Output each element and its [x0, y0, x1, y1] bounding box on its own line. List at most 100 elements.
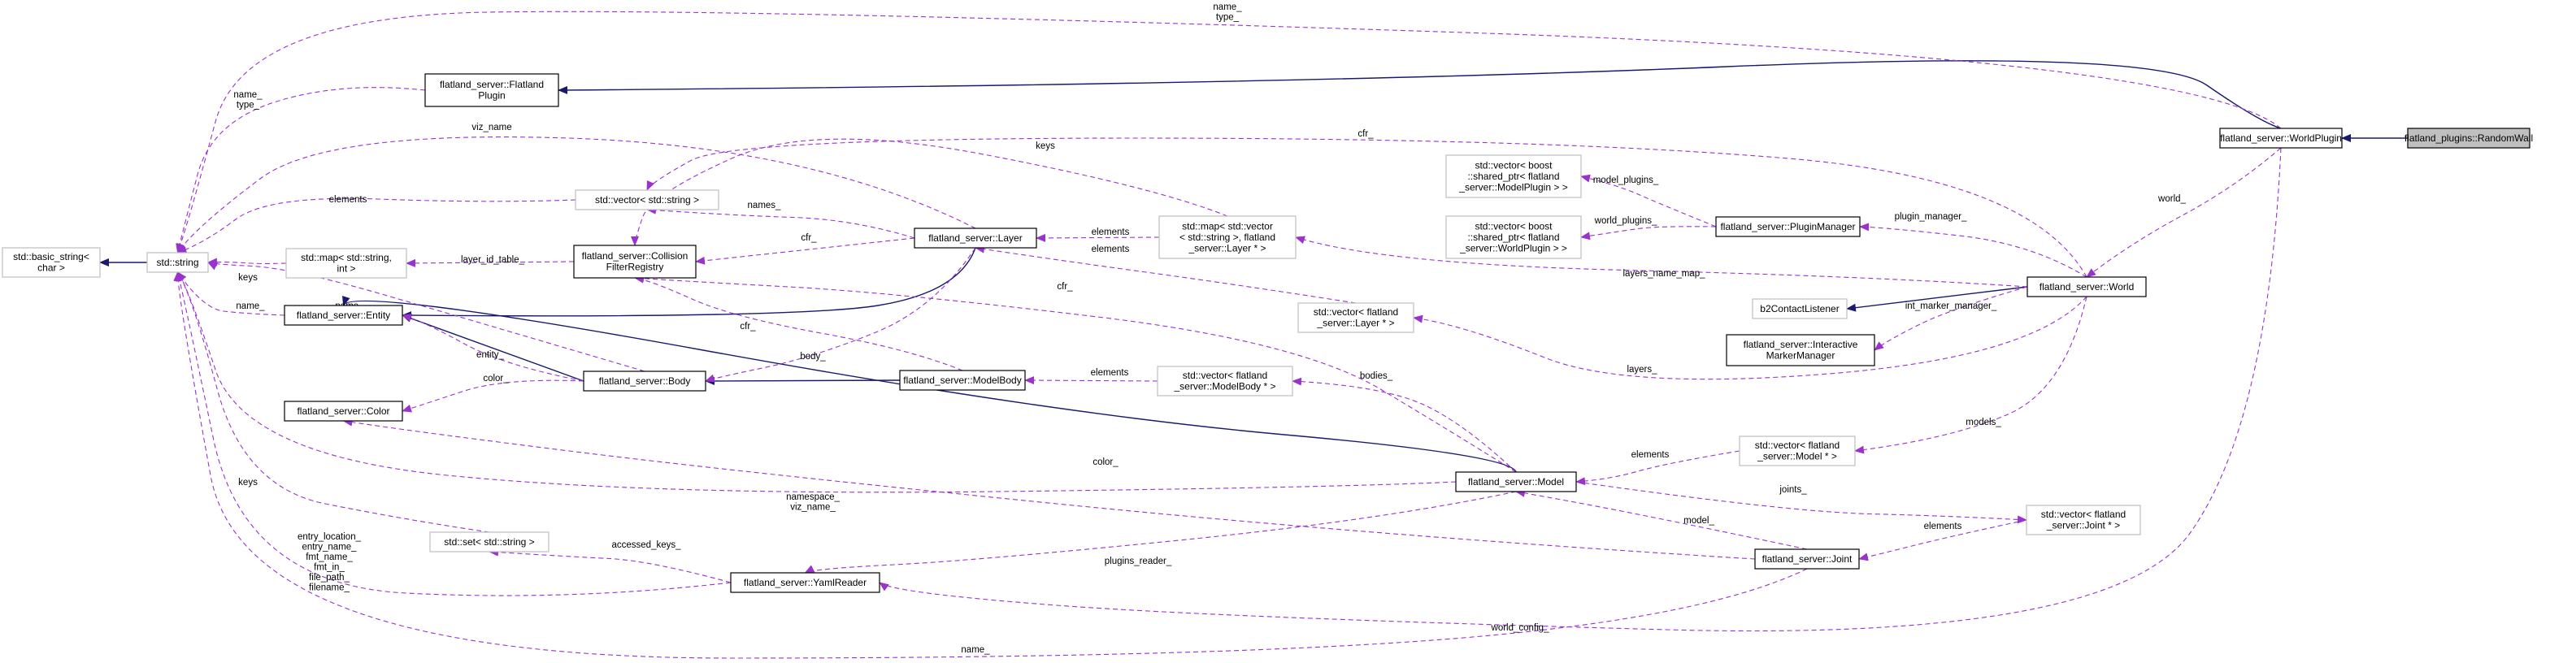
- class-node-map-string-int[interactable]: std::map< std::string,int >: [285, 248, 407, 279]
- class-node-label: _server::Joint * >: [2046, 520, 2120, 531]
- inheritance-edge-b2contact-world: [1846, 286, 2028, 312]
- usage-edge-cfr-world: [646, 137, 2087, 278]
- class-node-color[interactable]: flatland_server::Color: [284, 401, 403, 422]
- class-node-worldplugin[interactable]: flatland_server::WorldPlugin: [2219, 128, 2343, 149]
- class-node-label: _server::WorldPlugin > >: [1459, 242, 1567, 254]
- edge-label-elements-vec-model: elements: [1631, 450, 1670, 460]
- class-node-label: std::map< std::vector: [1182, 220, 1273, 232]
- usage-edge-bodies: [1292, 377, 1517, 473]
- class-node-label: MarkerManager: [1766, 350, 1835, 362]
- edge-label-layers-name-map: layers_name_map_: [1622, 269, 1705, 279]
- class-node-box: [730, 572, 880, 593]
- class-node-vec-joint[interactable]: std::vector< flatland_server::Joint * >: [2026, 505, 2141, 535]
- class-node-body[interactable]: flatland_server::Body: [583, 370, 706, 392]
- edge-label-yaml-fields: file_path_: [309, 573, 350, 583]
- usage-edge-model-plugins: [1580, 174, 1717, 228]
- class-node-map-layers[interactable]: std::map< std::vector< std::string >, fl…: [1158, 215, 1297, 259]
- usage-edge-color-joint: [342, 418, 1756, 560]
- class-node-modelbody[interactable]: flatland_server::ModelBody: [899, 370, 1026, 391]
- edge-label-cfr-model: cfr_: [1057, 282, 1073, 292]
- class-node-box: [284, 401, 403, 422]
- class-node-label: flatland_server::Entity: [297, 310, 390, 321]
- usage-edge-accessed-keys: [489, 548, 732, 583]
- edge-label-plugin-manager: plugin_manager_: [1895, 212, 1967, 222]
- class-node-label: std::vector< flatland: [2041, 509, 2126, 520]
- edge-label-world: world_: [2157, 194, 2186, 204]
- edge-label-wp-name-type: name_: [1213, 2, 1242, 12]
- class-node-vec-modelbody[interactable]: std::vector< flatland_server::ModelBody …: [1157, 366, 1293, 396]
- class-node-label: flatland_server::Joint: [1762, 553, 1853, 565]
- class-node-vec-worldplugin[interactable]: std::vector< boost::shared_ptr< flatland…: [1445, 215, 1582, 259]
- usage-edge-elements-vec-modelbody: [1024, 376, 1158, 385]
- usage-edge-name-body: [207, 262, 645, 372]
- class-node-label: b2ContactListener: [1760, 303, 1839, 314]
- edge-label-yaml-fields: filename_: [309, 583, 350, 593]
- edge-label-model-plugins: model_plugins_: [1593, 176, 1659, 185]
- class-node-entity[interactable]: flatland_server::Entity: [284, 305, 403, 326]
- edge-label-accessed-keys: accessed_keys_: [611, 540, 681, 550]
- class-node-box: [1752, 298, 1848, 319]
- edge-label-fp-name-type: name_: [233, 90, 263, 100]
- class-node-label: std::map< std::string,: [301, 252, 392, 263]
- usage-edge-plugin-manager: [1859, 223, 2087, 278]
- edge-label-name-joint: name_: [961, 645, 990, 655]
- usage-edge-entity-body: [402, 314, 584, 382]
- class-node-randomwall[interactable]: flatland_plugins::RandomWall: [2404, 128, 2533, 149]
- class-node-box: [914, 228, 1037, 249]
- class-node-box: [1726, 334, 1875, 366]
- class-node-vec-modelplugin[interactable]: std::vector< boost::shared_ptr< flatland…: [1445, 154, 1582, 198]
- usage-edge-namespace-viz: [176, 271, 1457, 493]
- edge-label-elements-vec-layer: elements: [1092, 245, 1130, 254]
- class-node-label: flatland_plugins::RandomWall: [2404, 132, 2533, 144]
- class-node-imm[interactable]: flatland_server::InteractiveMarkerManage…: [1726, 334, 1875, 366]
- class-node-box: [429, 531, 550, 552]
- class-node-box: [2219, 128, 2343, 149]
- class-node-label: flatland_server::ModelBody: [903, 375, 1021, 386]
- class-node-joint[interactable]: flatland_server::Joint: [1754, 548, 1860, 570]
- class-node-box: [575, 189, 719, 210]
- class-node-label: flatland_server::Flatland: [440, 79, 544, 90]
- class-node-vec-model[interactable]: std::vector< flatland_server::Model * >: [1739, 436, 1856, 466]
- edge-label-cfr-modelbody: cfr_: [740, 322, 756, 332]
- class-node-label: std::vector< std::string >: [595, 194, 699, 206]
- usage-edge-keys-map-string-int: [207, 258, 287, 266]
- usage-edge-cfr-model: [634, 274, 1517, 473]
- edge-labels-layer: name_type_name_type_viz_namecfr_keyselem…: [233, 2, 2186, 655]
- class-node-vec-layer[interactable]: std::vector< flatland_server::Layer * >: [1297, 302, 1414, 333]
- class-node-label: int >: [337, 263, 355, 275]
- class-node-model[interactable]: flatland_server::Model: [1455, 471, 1577, 492]
- edge-label-elements-vec-string: elements: [329, 195, 367, 205]
- class-node-label: flatland_server::Model: [1468, 476, 1564, 488]
- edge-label-models: models_: [1966, 418, 2001, 427]
- edge-label-name-entity: name_: [236, 301, 265, 311]
- class-node-pluginmanager[interactable]: flatland_server::PluginManager: [1715, 216, 1861, 237]
- inheritance-edge-entity-layer: [402, 247, 976, 320]
- class-node-label: std::vector< flatland: [1755, 440, 1840, 451]
- edge-label-namespace-viz: viz_name_: [790, 503, 836, 513]
- usage-edge-names-layer: [646, 206, 915, 239]
- edge-label-yaml-fields: entry_name_: [302, 543, 357, 552]
- inheritance-edge-body-modelbody: [705, 376, 901, 385]
- class-node-basic-string[interactable]: std::basic_string<char >: [2, 247, 101, 278]
- class-node-label: _server::Model * >: [1757, 451, 1837, 462]
- class-node-b2contact[interactable]: b2ContactListener: [1752, 298, 1848, 319]
- class-node-layer[interactable]: flatland_server::Layer: [914, 228, 1037, 249]
- class-node-label: ::shared_ptr< flatland: [1467, 171, 1559, 182]
- usage-edge-color-body: [402, 379, 584, 413]
- edge-label-keys-map-layers: keys: [1036, 141, 1055, 151]
- inheritance-edge-entity-model: [342, 295, 1517, 473]
- class-node-box: [1157, 366, 1293, 396]
- class-node-world[interactable]: flatland_server::World: [2026, 276, 2147, 297]
- class-node-label: flatland_server::Color: [297, 405, 389, 417]
- edge-label-elements-vec-joint: elements: [1924, 522, 1962, 531]
- class-node-yamlreader[interactable]: flatland_server::YamlReader: [730, 572, 880, 593]
- class-node-string[interactable]: std::string: [146, 252, 209, 273]
- class-node-box: [573, 245, 697, 279]
- class-node-label: FilterRegistry: [606, 262, 664, 273]
- class-node-set-string[interactable]: std::set< std::string >: [429, 531, 550, 552]
- class-node-vec-string[interactable]: std::vector< std::string >: [575, 189, 719, 210]
- usage-edge-yaml-fields: [176, 271, 732, 596]
- class-node-label: std::set< std::string >: [444, 536, 534, 548]
